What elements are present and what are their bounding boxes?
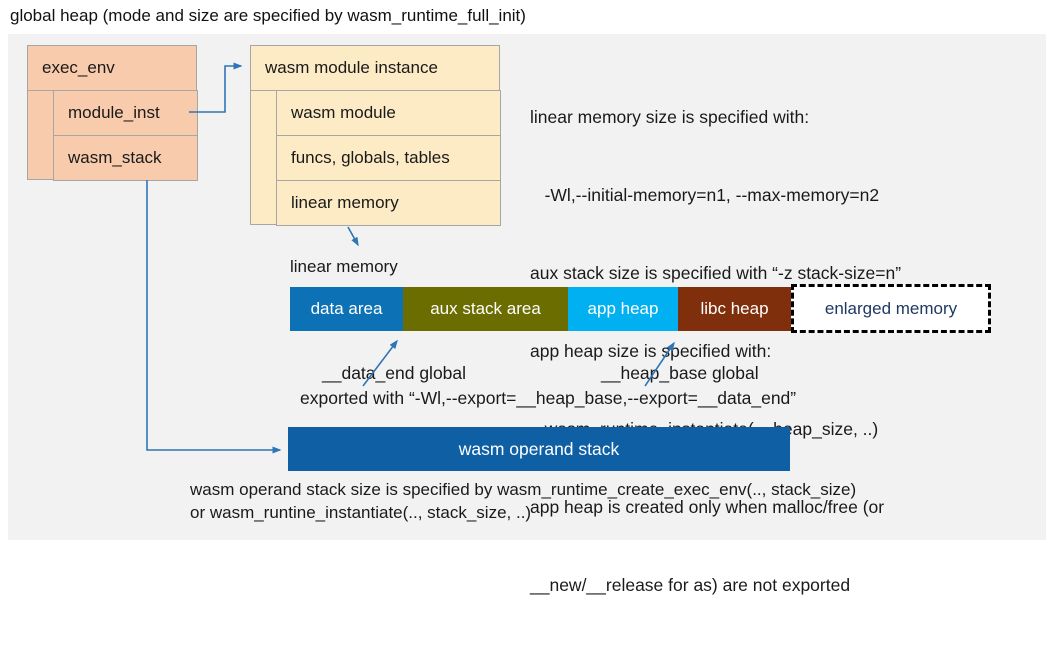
segment-enlarged-memory: enlarged memory xyxy=(791,284,991,333)
note-line: app heap size is specified with: xyxy=(530,341,772,361)
exec-env-row-wasm-stack: wasm_stack xyxy=(53,135,198,181)
exported-with-label: exported with “-Wl,--export=__heap_base,… xyxy=(300,388,797,408)
page-title: global heap (mode and size are specified… xyxy=(10,6,526,25)
data-end-global-label: __data_end global xyxy=(322,363,467,383)
operand-stack-note-line2: or wasm_runtine_instantiate(.., stack_si… xyxy=(190,503,532,522)
note-line: __new/__release for as) are not exported xyxy=(530,575,851,595)
linear-memory-bar: data area aux stack area app heap libc h… xyxy=(290,287,791,331)
exec-env-box: exec_env module_inst wasm_stack xyxy=(27,45,198,181)
segment-aux-stack-area: aux stack area xyxy=(403,287,568,331)
operand-stack-note-line1: wasm operand stack size is specified by … xyxy=(190,480,857,499)
note-line: linear memory size is specified with: xyxy=(530,107,810,127)
segment-data-area: data area xyxy=(290,287,403,331)
module-instance-row-wasm-module: wasm module xyxy=(276,90,501,136)
segment-app-heap: app heap xyxy=(568,287,678,331)
note-line: -Wl,--initial-memory=n1, --max-memory=n2 xyxy=(530,185,880,205)
wasm-module-instance-box: wasm module instance wasm module funcs, … xyxy=(250,45,501,226)
segment-libc-heap: libc heap xyxy=(678,287,791,331)
note-line: app heap is created only when malloc/fre… xyxy=(530,497,885,517)
memory-size-notes: linear memory size is specified with: -W… xyxy=(530,52,901,650)
module-instance-row-linear-memory: linear memory xyxy=(276,180,501,226)
wasm-module-instance-header: wasm module instance xyxy=(251,46,499,91)
note-line: aux stack size is specified with “-z sta… xyxy=(530,263,902,283)
exec-env-header: exec_env xyxy=(28,46,196,91)
heap-base-global-label: __heap_base global xyxy=(601,363,759,383)
module-instance-row-funcs-globals-tables: funcs, globals, tables xyxy=(276,135,501,181)
exec-env-row-module-inst: module_inst xyxy=(53,90,198,136)
diagram-stage: global heap (mode and size are specified… xyxy=(8,6,1046,595)
linear-memory-label: linear memory xyxy=(290,257,398,276)
wasm-operand-stack-bar: wasm operand stack xyxy=(288,427,790,471)
